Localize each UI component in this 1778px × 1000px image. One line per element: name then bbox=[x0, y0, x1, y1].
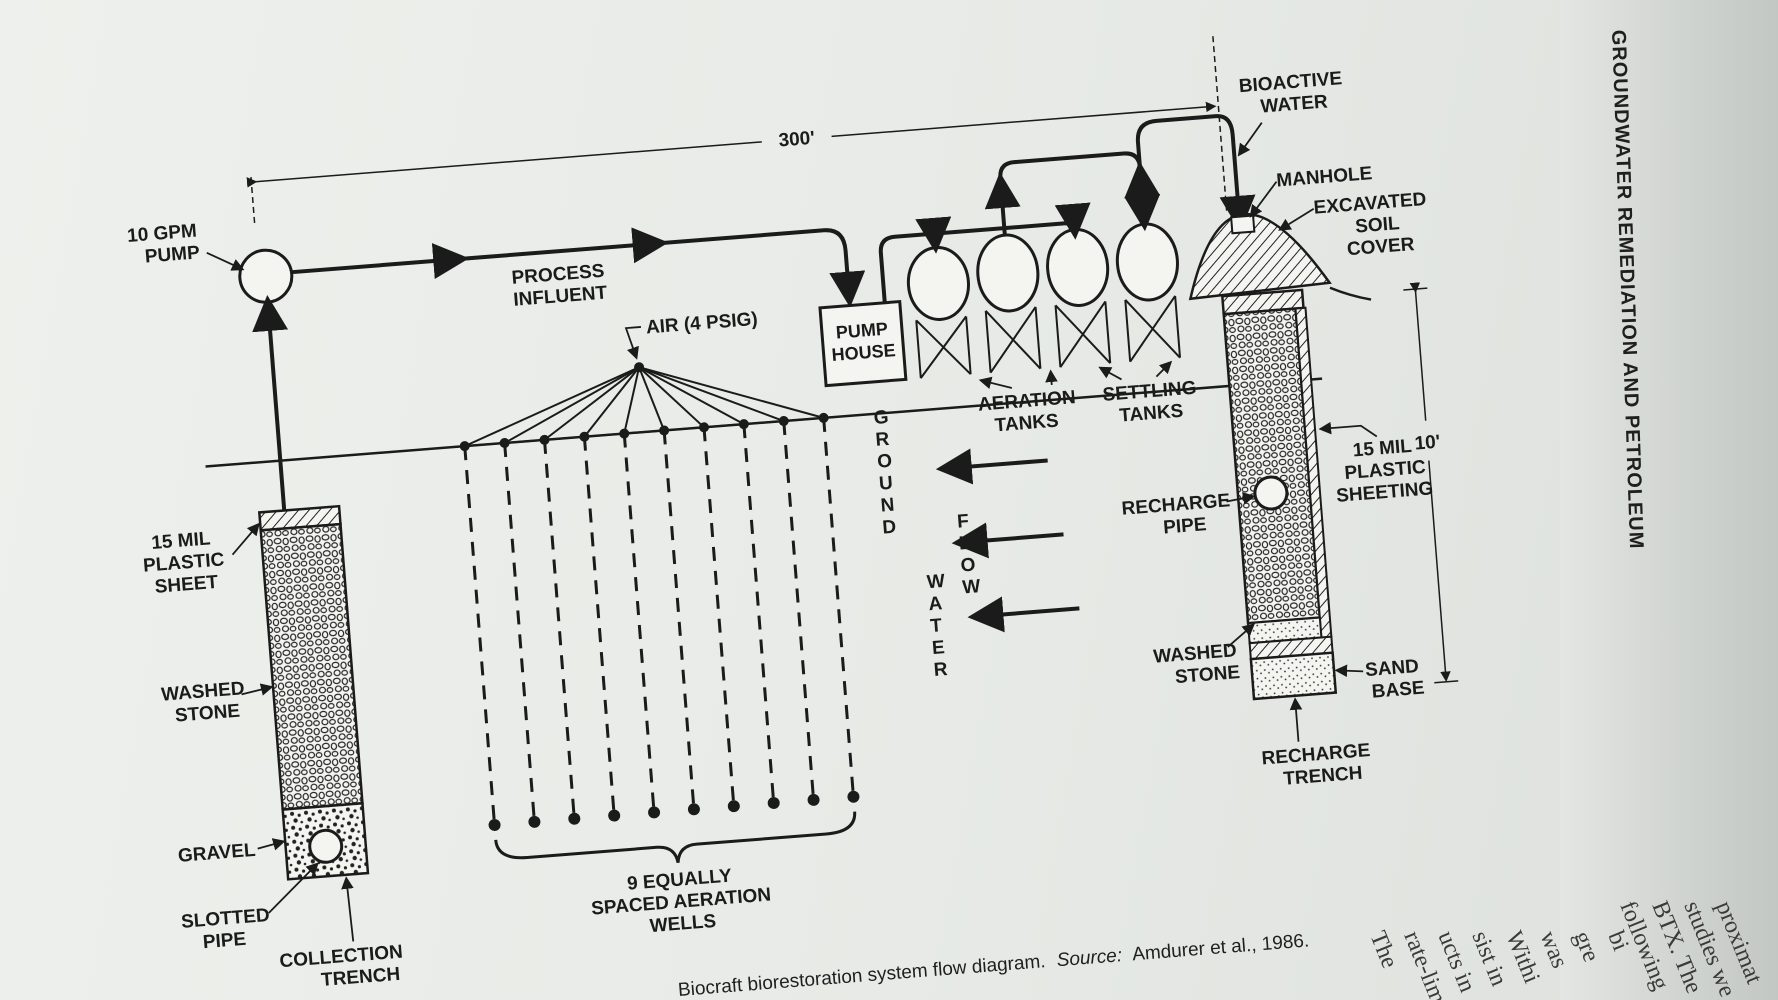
facing-page-fragment: bi bbox=[1602, 928, 1633, 955]
label-recharge: RECHARGE bbox=[1121, 490, 1231, 519]
groundwater-flow: GROUND WATER FLOW bbox=[873, 407, 1080, 681]
tank-piping bbox=[878, 114, 1256, 303]
pump-house: PUMP HOUSE bbox=[818, 299, 908, 388]
label-soil: SOIL bbox=[1354, 213, 1400, 237]
aeration-well-field bbox=[454, 362, 860, 864]
figure-caption: Biocraft biorestoration system flow diag… bbox=[677, 930, 1310, 1000]
label-sheet-left: SHEET bbox=[154, 572, 219, 598]
label-pump-2: PUMP bbox=[144, 242, 201, 267]
label-bioactive: BIOACTIVE bbox=[1238, 68, 1343, 97]
label-pipe: PIPE bbox=[202, 929, 247, 953]
svg-text:PUMP: PUMP bbox=[835, 319, 888, 343]
label-gravel: GRAVEL bbox=[177, 840, 257, 867]
label-flow: FLOW bbox=[956, 510, 981, 598]
pump bbox=[238, 227, 866, 511]
label-stone-right: STONE bbox=[1174, 662, 1241, 688]
label-15mil-right: 15 MIL bbox=[1352, 436, 1413, 462]
facing-page-fragment: The bbox=[1364, 928, 1402, 972]
label-sand: SAND bbox=[1364, 656, 1419, 681]
recharge-pipe-icon bbox=[1253, 475, 1289, 511]
label-ground: GROUND bbox=[873, 407, 898, 539]
label-10: 10' bbox=[1414, 432, 1441, 455]
label-settling-tanks: TANKS bbox=[1119, 401, 1184, 427]
label-slotted: SLOTTED bbox=[180, 905, 270, 933]
facing-page-fragment: gre bbox=[1568, 928, 1604, 966]
label-wells-3: WELLS bbox=[649, 911, 717, 937]
recharge-trench bbox=[1188, 213, 1372, 701]
dimension-300: 300' bbox=[246, 36, 1228, 227]
collection-trench bbox=[257, 504, 370, 881]
label-recharge-pipe: PIPE bbox=[1162, 514, 1207, 538]
label-excavated: EXCAVATED bbox=[1313, 189, 1427, 219]
manhole bbox=[1230, 214, 1256, 235]
facing-page bbox=[1560, 0, 1778, 1000]
running-head: GROUNDWATER REMEDIATION AND PETROLEUM bbox=[1607, 29, 1647, 549]
label-water: WATER bbox=[1260, 91, 1329, 117]
label-base: BASE bbox=[1371, 678, 1425, 703]
label-manhole: MANHOLE bbox=[1276, 163, 1373, 191]
dimension-10: 10' bbox=[1403, 282, 1459, 684]
slotted-pipe-icon bbox=[308, 828, 344, 864]
label-air: AIR (4 PSIG) bbox=[645, 309, 758, 339]
label-aeration-tanks: TANKS bbox=[994, 410, 1059, 436]
label-water-flow: WATER bbox=[926, 571, 952, 681]
label-aeration: AERATION bbox=[977, 387, 1076, 416]
label-stone-left: STONE bbox=[174, 701, 241, 727]
label-300: 300' bbox=[778, 128, 816, 152]
tanks bbox=[906, 222, 1182, 379]
label-15mil-left: 15 MIL bbox=[151, 528, 212, 554]
label-settling: SETTLING bbox=[1102, 378, 1197, 406]
label-cover: COVER bbox=[1346, 234, 1415, 260]
